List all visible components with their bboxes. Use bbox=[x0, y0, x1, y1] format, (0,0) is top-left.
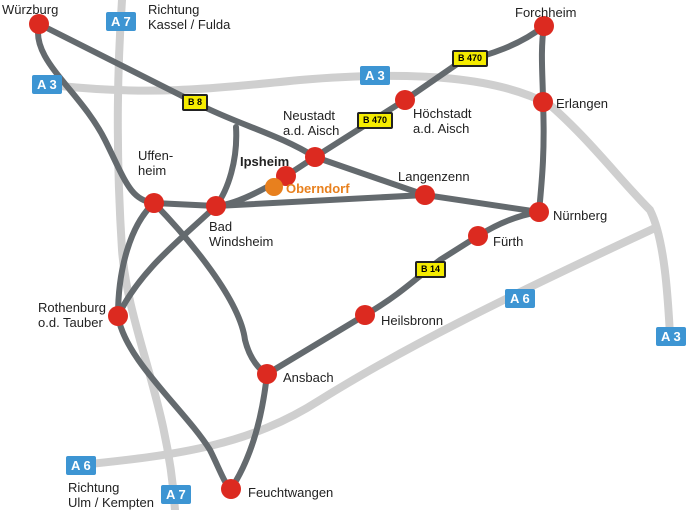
city-label: Nürnberg bbox=[553, 208, 608, 223]
b14-badge: B 14 bbox=[415, 261, 447, 278]
direction-north: Richtung Kassel / Fulda bbox=[148, 2, 231, 32]
city-label: Ipsheim bbox=[240, 154, 290, 169]
a3-badge: A 3 bbox=[360, 66, 390, 85]
road-b470 bbox=[115, 23, 547, 319]
city-label-highlight: Oberndorf bbox=[286, 181, 350, 196]
highlight-marker bbox=[265, 178, 283, 196]
road-forchheim-nuernberg bbox=[536, 23, 547, 215]
city-label: Fürth bbox=[493, 234, 524, 249]
b8-badge: B 8 bbox=[182, 94, 209, 111]
city-label: Würzburg bbox=[2, 2, 59, 17]
city-label: Uffen- heim bbox=[138, 148, 174, 178]
highway-a6 bbox=[76, 224, 659, 469]
city-label: Ansbach bbox=[283, 370, 334, 385]
city-marker bbox=[355, 305, 375, 325]
a6-badge: A 6 bbox=[66, 456, 96, 475]
direction-south: Richtung Ulm / Kempten bbox=[68, 480, 154, 510]
road-b8-windsheim bbox=[213, 124, 240, 209]
city-marker bbox=[305, 147, 325, 167]
city-marker bbox=[533, 92, 553, 112]
road-b14 bbox=[264, 209, 542, 377]
road-uffenheim-langenzenn bbox=[151, 192, 428, 210]
a3-badge: A 3 bbox=[32, 75, 62, 94]
city-label: Bad Windsheim bbox=[209, 219, 274, 249]
a7-badge: A 7 bbox=[161, 485, 191, 504]
city-marker bbox=[144, 193, 164, 213]
city-label: Erlangen bbox=[556, 96, 609, 111]
city-label: Langenzenn bbox=[398, 169, 470, 184]
city-marker bbox=[206, 196, 226, 216]
road-uffenheim-rothenburg bbox=[114, 200, 234, 492]
city-marker bbox=[468, 226, 488, 246]
b470-badge: B 470 bbox=[357, 112, 394, 129]
city-label: Forchheim bbox=[515, 5, 577, 20]
city-marker bbox=[108, 306, 128, 326]
city-marker bbox=[529, 202, 549, 222]
city-label: Heilsbronn bbox=[381, 313, 444, 328]
city-marker bbox=[257, 364, 277, 384]
a6-badge: A 6 bbox=[505, 289, 535, 308]
city-marker bbox=[415, 185, 435, 205]
city-label: Rothenburg o.d. Tauber bbox=[38, 300, 106, 330]
road-ansbach-feuchtwangen bbox=[228, 371, 270, 492]
city-marker bbox=[395, 90, 415, 110]
city-marker bbox=[276, 166, 296, 186]
city-label: Feuchtwangen bbox=[248, 485, 334, 500]
city-marker bbox=[29, 14, 49, 34]
a3-badge: A 3 bbox=[656, 327, 686, 346]
a7-badge: A 7 bbox=[106, 12, 136, 31]
city-label: Neustadt a.d. Aisch bbox=[283, 108, 340, 138]
city-marker bbox=[221, 479, 241, 499]
city-label: Höchstadt a.d. Aisch bbox=[413, 106, 472, 136]
city-marker bbox=[534, 16, 554, 36]
b470-badge: B 470 bbox=[452, 50, 489, 67]
